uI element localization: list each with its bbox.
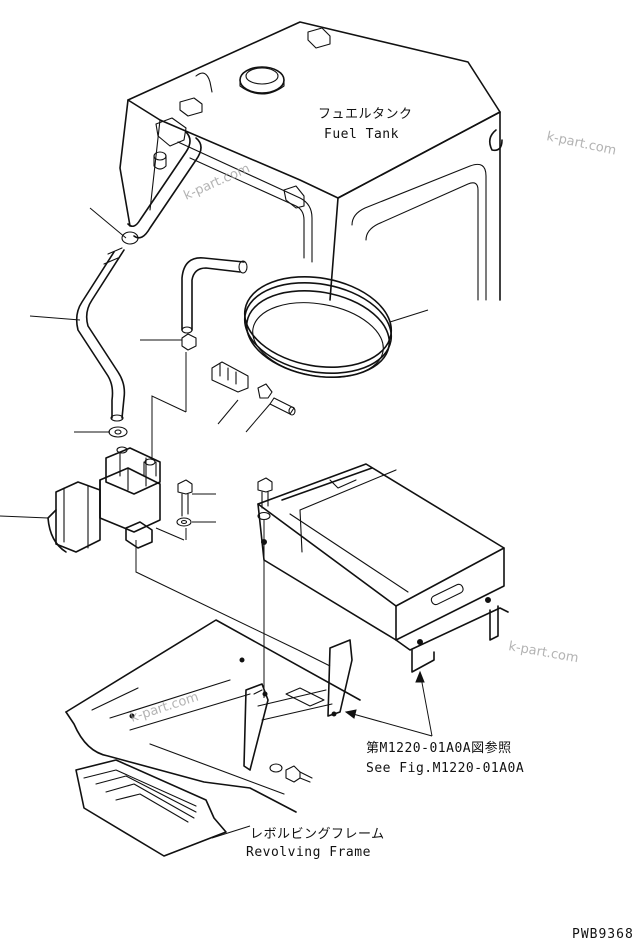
fuel-tank-label-en: Fuel Tank (324, 127, 399, 142)
watermarks: k-part.com k-part.com k-part.com k-part.… (129, 129, 618, 726)
labels: フュエルタンク Fuel Tank 第M1220-01A0A図参照 See Fi… (246, 107, 634, 942)
fuel-tank (119, 21, 503, 301)
routing-lines (135, 352, 331, 698)
see-fig-label-jp: 第M1220-01A0A図参照 (366, 740, 512, 756)
watermark: k-part.com (507, 639, 579, 666)
revolving-frame (65, 619, 361, 857)
elbow-hose (181, 257, 248, 351)
fuel-tank-label-jp: フュエルタンク (318, 107, 413, 122)
watermark: k-part.com (129, 690, 201, 726)
coiled-hose (243, 276, 393, 379)
watermark: k-part.com (545, 129, 617, 158)
support-bracket (243, 639, 353, 771)
leader-lines (0, 207, 433, 839)
battery-tray (257, 463, 509, 673)
return-hose (75, 131, 202, 438)
fittings (211, 361, 296, 416)
bolts-and-washers (176, 477, 313, 783)
revolving-frame-label-en: Revolving Frame (246, 845, 371, 860)
drawing-code: PWB9368 (572, 927, 634, 942)
see-fig-label-en: See Fig.M1220-01A0A (366, 761, 524, 776)
revolving-frame-label-jp: レボルビングフレーム (250, 827, 385, 842)
watermark: k-part.com (182, 161, 253, 203)
pump-assembly (47, 446, 161, 553)
